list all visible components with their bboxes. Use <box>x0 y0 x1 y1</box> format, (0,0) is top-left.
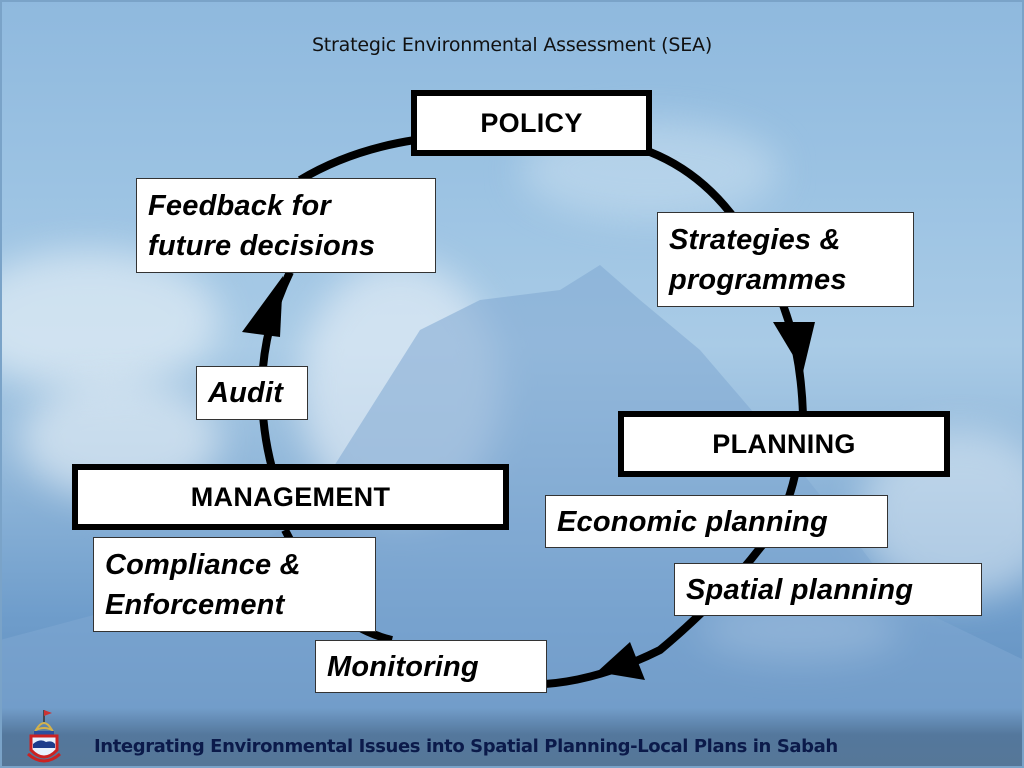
step-label-line1: Feedback for <box>148 189 331 222</box>
arrowhead-down-icon <box>773 322 815 372</box>
step-label-line1: Strategies & <box>669 223 841 256</box>
step-label: Audit <box>208 377 284 409</box>
stage-label: POLICY <box>480 107 583 138</box>
step-feedback: Feedback for future decisions <box>136 178 436 273</box>
stage-management: MANAGEMENT <box>72 464 509 530</box>
arrowhead-left-icon <box>597 642 645 680</box>
step-label-line2: programmes <box>669 263 847 296</box>
step-economic-planning: Economic planning <box>545 495 888 548</box>
step-monitoring: Monitoring <box>315 640 547 693</box>
step-strategies: Strategies & programmes <box>657 212 914 307</box>
slide-title: Strategic Environmental Assessment (SEA) <box>311 34 713 56</box>
stage-policy: POLICY <box>411 90 652 156</box>
step-label: Economic planning <box>557 505 828 538</box>
footer-caption: Integrating Environmental Issues into Sp… <box>94 736 838 757</box>
stage-planning: PLANNING <box>618 411 950 477</box>
sabah-state-crest-icon <box>27 710 61 763</box>
stage-label: PLANNING <box>712 428 856 459</box>
arrowhead-up-icon <box>242 276 283 337</box>
step-label-line2: Enforcement <box>105 588 285 621</box>
step-compliance-enforcement: Compliance & Enforcement <box>93 537 376 632</box>
step-audit: Audit <box>196 366 308 420</box>
step-label-line2: future decisions <box>148 229 376 262</box>
step-label-line1: Compliance & <box>105 548 301 581</box>
step-label: Monitoring <box>327 650 479 683</box>
step-spatial-planning: Spatial planning <box>674 563 982 616</box>
stage-label: MANAGEMENT <box>190 481 391 512</box>
step-label: Spatial planning <box>686 573 914 606</box>
